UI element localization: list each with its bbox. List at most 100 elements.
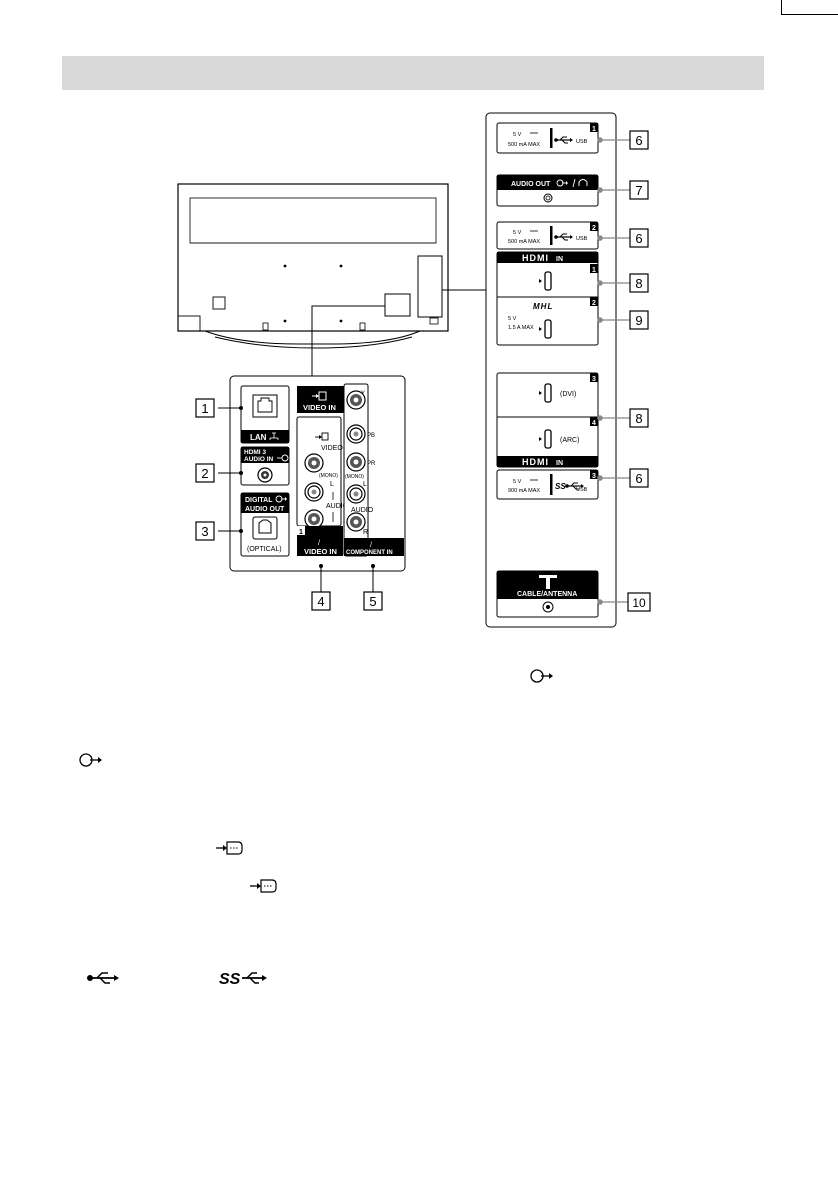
- audio-l-label: L: [330, 481, 334, 488]
- composite-video-label: VIDEO: [321, 445, 343, 452]
- svg-text:4: 4: [317, 594, 324, 609]
- svg-text:8: 8: [635, 276, 642, 291]
- composite-slash: /: [318, 540, 320, 547]
- optical-out-icon: [79, 753, 102, 767]
- leader-lines: [311, 289, 486, 376]
- hdmi3-label: HDMI 3: [244, 449, 266, 456]
- callout-6a: 6: [629, 130, 649, 150]
- callout-6c: 6: [629, 468, 649, 488]
- optical-out-icon: [275, 495, 287, 503]
- usb2-voltage: 5 V: [513, 230, 522, 236]
- usb1-current: 500 mA MAX: [508, 142, 540, 148]
- component-slash: /: [370, 542, 372, 549]
- svg-text:SS: SS: [555, 482, 566, 491]
- right-connector-panel: 1 5 V 500 mA MAX USB AUDIO OUT 2 5 V 500…: [485, 112, 630, 628]
- callout-5: 5: [363, 591, 383, 611]
- video-in-icon: [312, 391, 327, 401]
- video-in-icon-small: [315, 432, 329, 441]
- lan-icon: [269, 432, 279, 440]
- callout-8b: 8: [629, 408, 649, 428]
- audio-out-label: AUDIO OUT: [511, 181, 551, 188]
- antenna-icon: [539, 575, 557, 589]
- audio-in-icon: [277, 454, 289, 462]
- section-header-band: [62, 56, 764, 90]
- svg-text:10: 10: [632, 596, 646, 610]
- headphone-out-icon: [556, 178, 588, 188]
- audio-label: AUDIO: [326, 503, 349, 510]
- arc-label: (ARC): [560, 437, 579, 444]
- hdmi2-number: 2: [592, 300, 596, 307]
- video-in-1-label: VIDEO IN: [304, 547, 337, 556]
- component-audio-l-jack: [346, 484, 366, 504]
- callout-8a: 8: [629, 273, 649, 293]
- digital-label: DIGITAL: [245, 497, 273, 504]
- audio-out-label: AUDIO OUT: [245, 506, 285, 513]
- usb2-current: 500 mA MAX: [508, 239, 540, 245]
- callout-3: 3: [195, 521, 215, 541]
- lan-label: LAN: [250, 433, 267, 442]
- component-pb-jack: [346, 424, 366, 444]
- component-audio-r-label: R: [363, 529, 368, 536]
- dvi-label: (DVI): [560, 391, 576, 398]
- optical-jack: [252, 516, 278, 540]
- callout-2: 2: [195, 463, 215, 483]
- headphone-out-icon: [530, 669, 553, 683]
- video-in-2-label: VIDEO IN: [303, 403, 336, 412]
- hdmi3-number: 3: [592, 376, 596, 383]
- usb1-number: 1: [592, 126, 596, 133]
- component-audio-l-label: L: [363, 481, 367, 488]
- callout-9: 9: [629, 310, 649, 330]
- svg-text:9: 9: [635, 313, 642, 328]
- component-pb-label: PB: [367, 433, 375, 439]
- svg-text:8: 8: [635, 411, 642, 426]
- callout-1: 1: [195, 398, 215, 418]
- hdmi-in-label-bottom: IN: [556, 460, 563, 467]
- usb3-label: USB: [576, 487, 588, 493]
- component-in-icon: [216, 841, 243, 855]
- component-mono-label: (MONO): [345, 474, 364, 480]
- svg-text:6: 6: [635, 471, 642, 486]
- callout-7: 7: [629, 180, 649, 200]
- mhl-logo: MHL: [533, 302, 553, 311]
- usb1-label: USB: [576, 139, 588, 145]
- callout-4: 4: [311, 591, 331, 611]
- usb1-voltage: 5 V: [513, 132, 522, 138]
- svg-text:2: 2: [201, 466, 208, 481]
- optical-label: (OPTICAL): [247, 546, 282, 553]
- tv-rear-view: [177, 183, 449, 349]
- component-pr-jack: [346, 452, 366, 472]
- audio-out-jack: [543, 193, 553, 203]
- usb2-number: 2: [592, 225, 596, 232]
- svg-text:1: 1: [201, 401, 208, 416]
- audio-in-jack: [257, 467, 273, 483]
- component-in-icon: [250, 879, 277, 893]
- hdmi4-number: 4: [592, 420, 596, 427]
- callout-6b: 6: [629, 228, 649, 248]
- video-in-1-number: 1: [299, 529, 303, 536]
- svg-text:6: 6: [635, 133, 642, 148]
- usb3-current: 900 mA MAX: [508, 488, 540, 494]
- svg-text:3: 3: [201, 524, 208, 539]
- usb-superspeed-icon: SS: [219, 971, 267, 988]
- svg-text:7: 7: [635, 183, 642, 198]
- mhl-voltage: 5 V: [508, 316, 517, 322]
- component-audio-label: AUDIO: [351, 507, 374, 514]
- component-pr-label: PR: [367, 461, 376, 467]
- usb-icon: [87, 972, 119, 984]
- cable-antenna-label: CABLE/ANTENNA: [517, 591, 577, 598]
- usb-superspeed-icon: SS: [555, 482, 585, 491]
- mono-label: (MONO): [319, 473, 338, 479]
- svg-text:6: 6: [635, 231, 642, 246]
- antenna-jack: [542, 601, 554, 613]
- usb3-number: 3: [592, 473, 596, 480]
- mhl-current: 1.5 A MAX: [508, 325, 534, 331]
- hdmi1-number: 1: [592, 267, 596, 274]
- callout-10: 10: [627, 592, 651, 612]
- component-in-label: COMPONENT IN: [346, 550, 393, 556]
- crop-mark: [781, 0, 782, 14]
- component-y-label: Y: [361, 391, 365, 397]
- hdmi-logo-bottom: HDMI: [522, 457, 549, 467]
- composite-audio-r-jack: [304, 509, 324, 529]
- left-connector-panel: LAN HDMI 3 AUDIO IN DIGITAL AUDIO OUT: [218, 375, 406, 592]
